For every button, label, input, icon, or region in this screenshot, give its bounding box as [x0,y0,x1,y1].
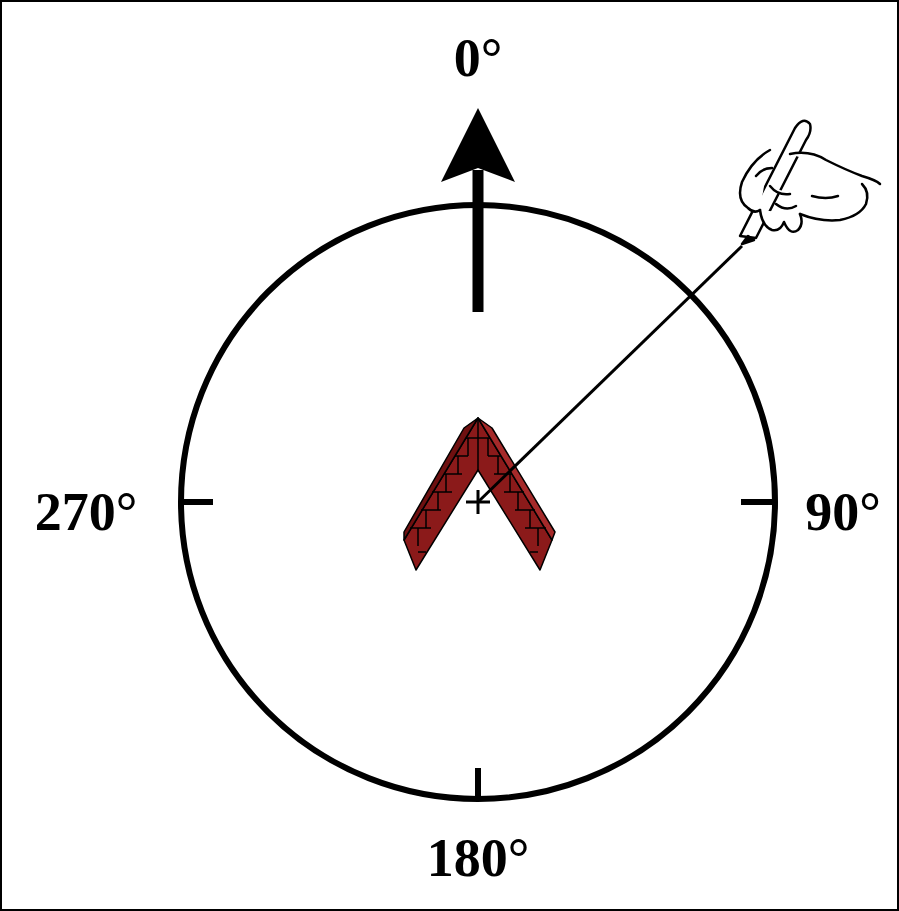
compass-bearing-label: 270° [35,485,138,539]
tick-mark [741,499,775,505]
north-arrow-shaft [473,170,484,312]
tick-mark [475,768,481,800]
hand-with-pen [740,121,880,244]
north-arrow-head [441,108,515,182]
compass-bearing-label: 180° [427,831,530,885]
brick-chevron [404,418,555,570]
center-plus [477,490,480,514]
tick-mark [181,499,213,505]
compass-bearing-label: 90° [805,485,881,539]
pen-line [478,246,742,502]
compass-bearing-label: 0° [454,31,503,85]
